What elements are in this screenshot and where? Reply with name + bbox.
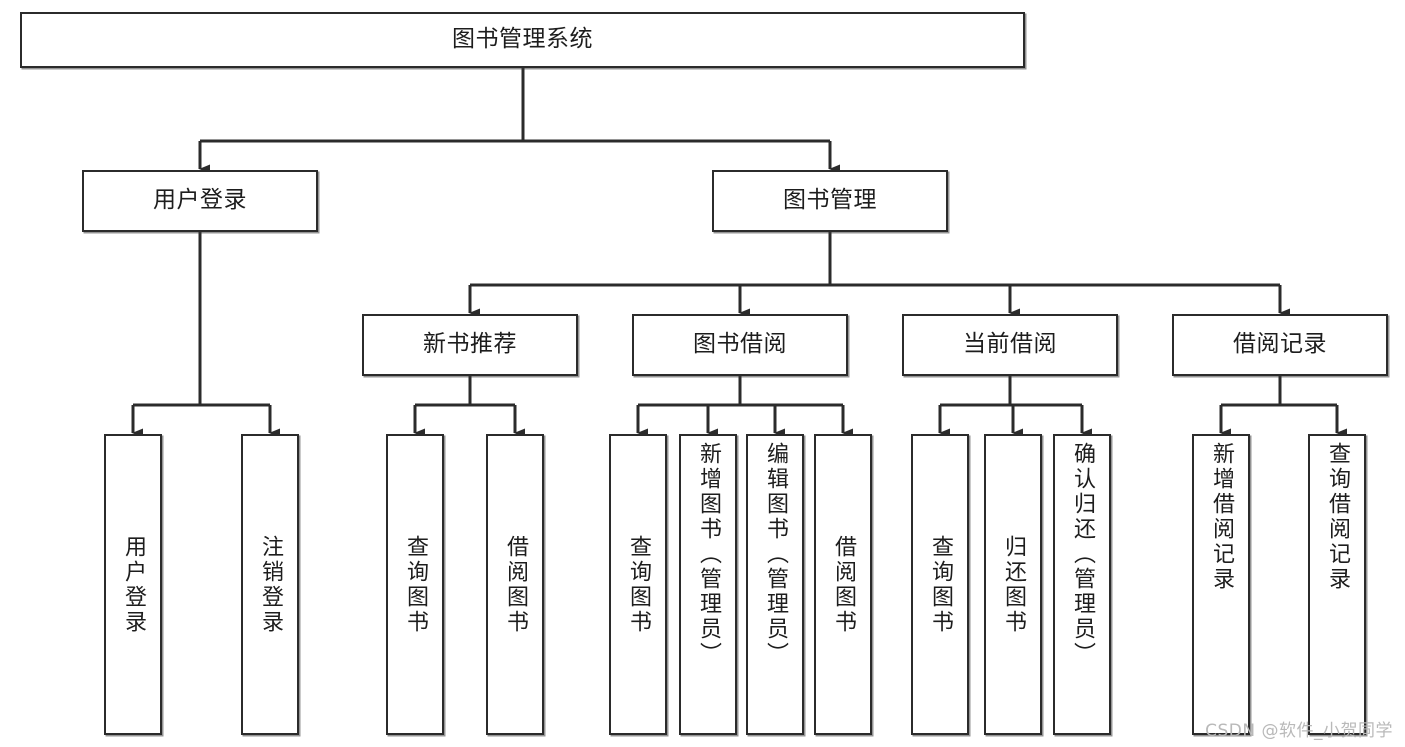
node-label: 归还图书 xyxy=(1000,534,1026,635)
node-leaf-leaf-query-record[interactable]: 查询借阅记录 xyxy=(1308,434,1366,735)
node-leaf-leaf-query-book-3[interactable]: 查询图书 xyxy=(911,434,969,735)
node-label: 图书借阅 xyxy=(693,331,787,358)
csdn-watermark: CSDN @软件_小贺同学 xyxy=(1205,721,1393,741)
node-label: 查询图书 xyxy=(402,534,428,635)
node-level2-user-login[interactable]: 用户登录 xyxy=(82,170,318,232)
node-label: 新书推荐 xyxy=(423,331,517,358)
node-level2-book-manage[interactable]: 图书管理 xyxy=(712,170,948,232)
node-label: 查询借阅记录 xyxy=(1324,442,1350,592)
node-leaf-leaf-return-book[interactable]: 归还图书 xyxy=(984,434,1042,735)
node-level3-book-borrow[interactable]: 图书借阅 xyxy=(632,314,848,376)
node-label: 借阅图书 xyxy=(830,534,856,635)
node-leaf-leaf-query-book-1[interactable]: 查询图书 xyxy=(386,434,444,735)
node-label: 查询图书 xyxy=(927,534,953,635)
node-leaf-leaf-query-book-2[interactable]: 查询图书 xyxy=(609,434,667,735)
node-label: 新增图书（管理员） xyxy=(695,442,721,667)
node-label: 用户登录 xyxy=(120,534,146,635)
node-label: 当前借阅 xyxy=(963,331,1057,358)
node-label: 确认归还（管理员） xyxy=(1069,442,1095,667)
node-label: 用户登录 xyxy=(153,187,247,214)
node-leaf-leaf-logout-login[interactable]: 注销登录 xyxy=(241,434,299,735)
node-label: 注销登录 xyxy=(257,534,283,635)
node-label: 借阅图书 xyxy=(502,534,528,635)
node-label: 图书管理系统 xyxy=(452,26,593,53)
node-leaf-leaf-edit-book[interactable]: 编辑图书（管理员） xyxy=(746,434,804,735)
node-label: 查询图书 xyxy=(625,534,651,635)
node-root-root[interactable]: 图书管理系统 xyxy=(20,12,1025,68)
node-leaf-leaf-add-record[interactable]: 新增借阅记录 xyxy=(1192,434,1250,735)
node-label: 新增借阅记录 xyxy=(1208,442,1234,592)
node-leaf-leaf-confirm-return[interactable]: 确认归还（管理员） xyxy=(1053,434,1111,735)
node-level3-new-book-rec[interactable]: 新书推荐 xyxy=(362,314,578,376)
node-label: 借阅记录 xyxy=(1233,331,1327,358)
node-label: 图书管理 xyxy=(783,187,877,214)
node-leaf-leaf-add-book[interactable]: 新增图书（管理员） xyxy=(679,434,737,735)
node-leaf-leaf-user-login[interactable]: 用户登录 xyxy=(104,434,162,735)
node-leaf-leaf-borrow-book-2[interactable]: 借阅图书 xyxy=(814,434,872,735)
node-level3-borrow-record[interactable]: 借阅记录 xyxy=(1172,314,1388,376)
node-label: 编辑图书（管理员） xyxy=(762,442,788,667)
node-leaf-leaf-borrow-book-1[interactable]: 借阅图书 xyxy=(486,434,544,735)
node-level3-current-borrow[interactable]: 当前借阅 xyxy=(902,314,1118,376)
